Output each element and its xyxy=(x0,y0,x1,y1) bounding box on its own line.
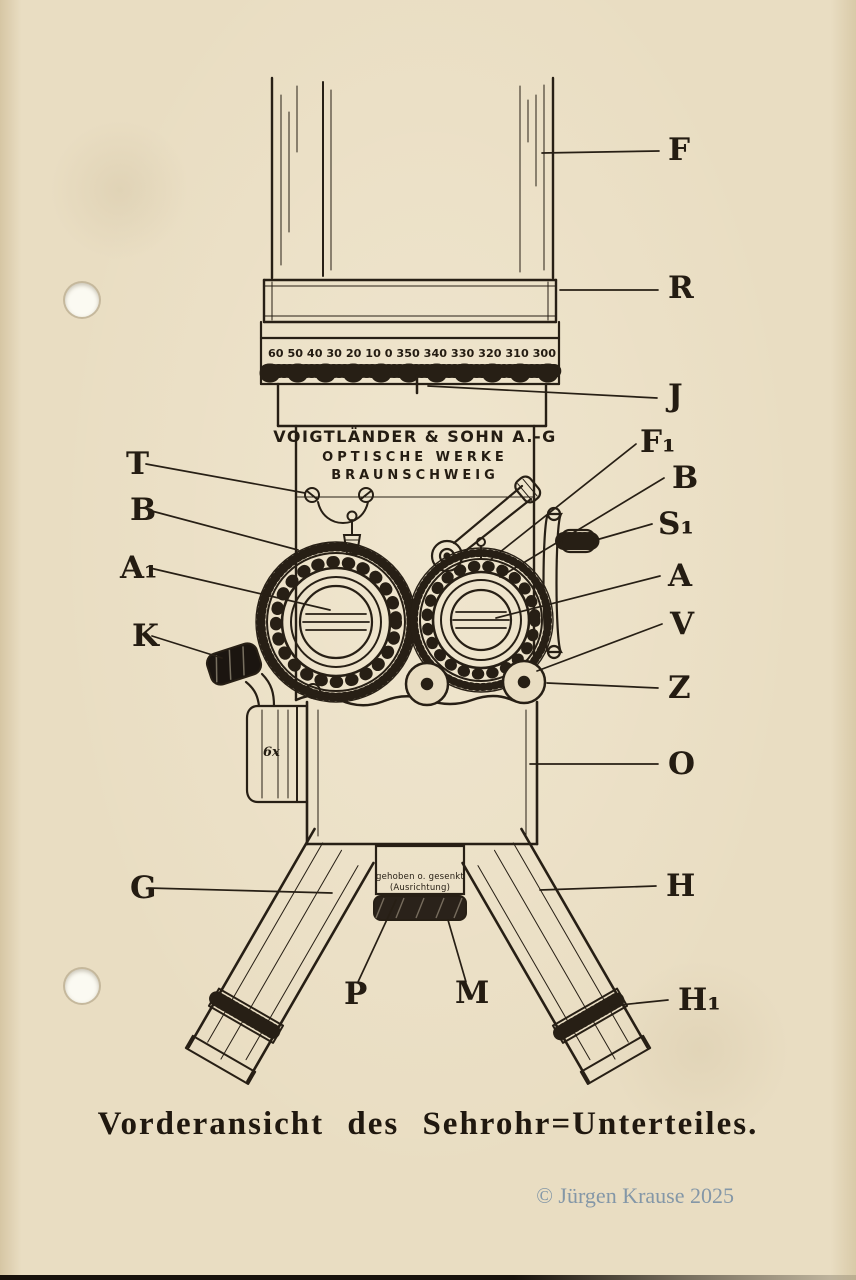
leg-right xyxy=(461,827,652,1085)
figure-caption: Vorderansicht des Sehrohr=Unterteiles. xyxy=(97,1106,759,1142)
label-A: A xyxy=(667,558,693,594)
base-plate-line2: (Ausrichtung) xyxy=(390,883,450,893)
label-R: R xyxy=(668,270,694,306)
leader-lines xyxy=(145,150,669,1007)
right-dial xyxy=(408,537,554,693)
punch-hole-top xyxy=(65,283,99,317)
roller-z xyxy=(501,659,547,705)
label-V: V xyxy=(669,606,695,642)
roller-v xyxy=(404,661,450,707)
base-plate-line1: gehoben o. gesenkt xyxy=(376,872,464,882)
label-A1: A₁ xyxy=(119,550,158,586)
label-S1: S₁ xyxy=(658,506,694,542)
tube-upper xyxy=(270,76,555,280)
collar-band xyxy=(262,278,558,324)
label-H: H xyxy=(666,868,695,904)
rubber-knob-k xyxy=(205,642,276,708)
leg-left xyxy=(184,827,375,1085)
setting-lever xyxy=(430,475,542,573)
left-dial xyxy=(255,541,417,703)
maker-division: OPTISCHE WERKE xyxy=(322,450,508,465)
label-K: K xyxy=(132,618,160,654)
maker-plate: VOIGTLÄNDER & SOHN A.-G OPTISCHE WERKE B… xyxy=(273,427,557,483)
maker-city: BRAUNSCHWEIG xyxy=(331,468,499,483)
label-J: J xyxy=(665,378,683,414)
label-P: P xyxy=(344,976,367,1012)
lower-housing xyxy=(305,700,539,846)
label-B-left: B xyxy=(130,492,156,528)
punch-hole-bottom xyxy=(65,969,99,1003)
label-F1: F₁ xyxy=(640,424,676,460)
label-T: T xyxy=(126,446,149,482)
part-labels: F R J F₁ B S₁ A V Z O H H₁ T B A₁ K G P … xyxy=(119,132,721,1018)
bearing-scale-ring xyxy=(259,320,567,395)
base-plate: gehoben o. gesenkt (Ausrichtung) xyxy=(373,844,467,921)
label-F: F xyxy=(668,132,690,168)
label-G: G xyxy=(130,870,156,906)
label-O: O xyxy=(668,746,695,782)
eyepiece-magnification: 6x xyxy=(263,745,280,760)
label-B-right: B xyxy=(672,460,698,496)
copyright-notice: © Jürgen Krause 2025 xyxy=(536,1183,734,1208)
bearing-scale-numbers: 60 50 40 30 20 10 0 350 340 330 320 310 … xyxy=(268,347,556,360)
eyepiece xyxy=(245,704,309,804)
scan-edge xyxy=(0,1275,856,1280)
label-Z: Z xyxy=(668,670,691,706)
maker-name: VOIGTLÄNDER & SOHN A.-G xyxy=(273,427,557,446)
label-H1: H₁ xyxy=(678,982,721,1018)
label-M: M xyxy=(455,975,489,1011)
